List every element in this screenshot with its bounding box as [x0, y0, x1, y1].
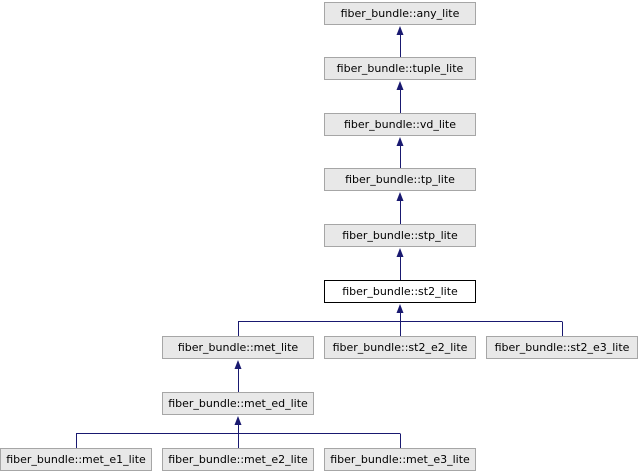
node-tuple-lite[interactable]: fiber_bundle::tuple_lite	[324, 57, 476, 80]
node-met-e1-lite[interactable]: fiber_bundle::met_e1_lite	[0, 448, 152, 471]
arrowhead-vd_lite	[396, 137, 404, 146]
node-st2-lite[interactable]: fiber_bundle::st2_lite	[324, 280, 476, 303]
node-tp-lite[interactable]: fiber_bundle::tp_lite	[324, 168, 476, 191]
node-any-lite[interactable]: fiber_bundle::any_lite	[324, 2, 476, 25]
node-st2-e2-lite[interactable]: fiber_bundle::st2_e2_lite	[324, 336, 476, 359]
node-met-e3-lite[interactable]: fiber_bundle::met_e3_lite	[324, 448, 476, 471]
node-met-lite[interactable]: fiber_bundle::met_lite	[162, 336, 314, 359]
arrowhead-any_lite	[396, 26, 404, 35]
arrowhead-met_ed_lite	[234, 416, 242, 425]
node-met-e2-lite[interactable]: fiber_bundle::met_e2_lite	[162, 448, 314, 471]
arrowhead-stp_lite	[396, 248, 404, 257]
arrowhead-tuple_lite	[396, 81, 404, 90]
node-met-ed-lite[interactable]: fiber_bundle::met_ed_lite	[162, 392, 314, 415]
arrowhead-st2_lite	[396, 304, 404, 313]
arrowhead-met_lite	[234, 360, 242, 369]
node-stp-lite[interactable]: fiber_bundle::stp_lite	[324, 224, 476, 247]
node-st2-e3-lite[interactable]: fiber_bundle::st2_e3_lite	[486, 336, 638, 359]
node-vd-lite[interactable]: fiber_bundle::vd_lite	[324, 113, 476, 136]
arrowhead-tp_lite	[396, 192, 404, 201]
